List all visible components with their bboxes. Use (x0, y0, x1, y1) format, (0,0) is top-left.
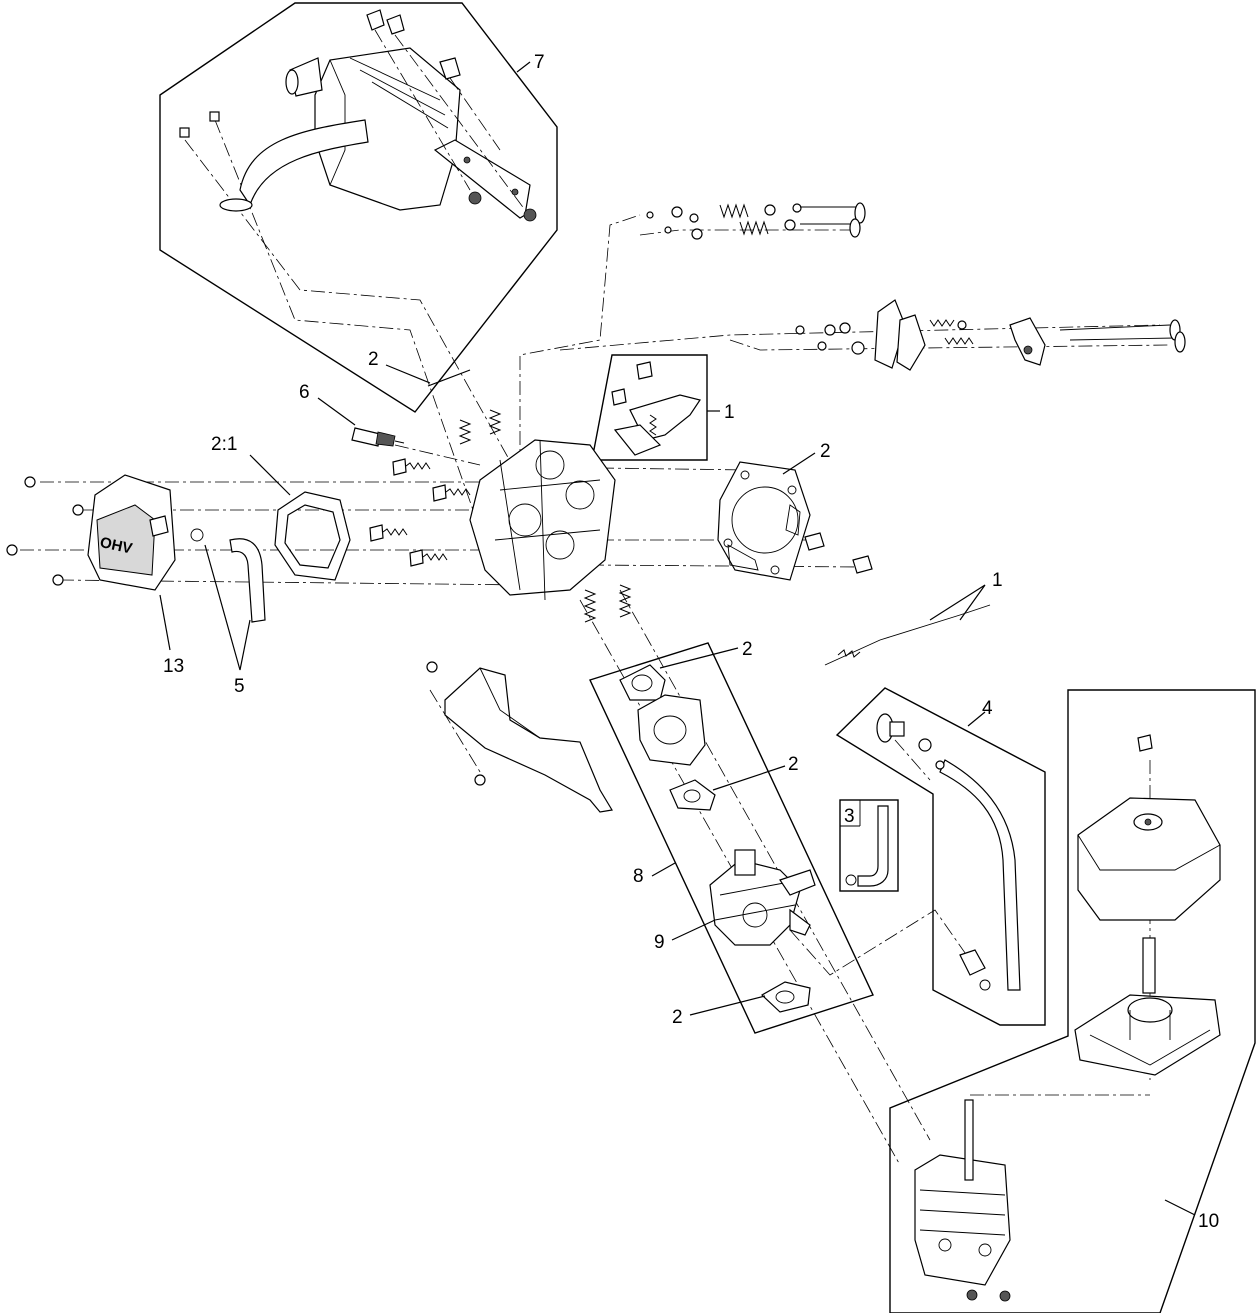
callout-2-intake-middle: 2 (788, 754, 799, 775)
fuel-line-group-frame (835, 687, 1046, 1026)
callout-13-leader (159, 594, 171, 651)
callout-6-leader (317, 397, 356, 426)
callout-1-rod-leader (929, 584, 986, 621)
spark-plug (351, 427, 405, 447)
callout-13: 13 (163, 656, 184, 677)
callout-4-leader (967, 711, 986, 727)
carburetor-group-frame (589, 642, 874, 1034)
dowel-pins (804, 532, 873, 574)
callout-2-1: 2:1 (211, 434, 237, 455)
choke-tube (845, 805, 889, 887)
callout-2-exhaust-gasket-leader (385, 364, 431, 384)
air-cleaner-element (1074, 994, 1221, 1076)
callout-5-leader (204, 544, 251, 671)
air-cleaner-group-frame (889, 689, 1256, 1313)
callout-9: 9 (654, 932, 665, 953)
valve-cover-gasket (274, 491, 351, 581)
fuel-valve (876, 713, 932, 752)
valve-cover-ohv-stamp: OHV (98, 534, 133, 557)
intake-gasket-upper (619, 664, 666, 701)
callout-2-head-gasket-leader (782, 452, 816, 475)
air-cleaner-base (914, 1099, 1011, 1302)
air-cleaner-cover (1077, 734, 1221, 921)
callout-1-choke: 1 (724, 402, 735, 423)
muffler-group-frame (159, 2, 558, 413)
carburetor (709, 849, 816, 946)
choke-tube-group-frame (839, 799, 899, 892)
intake-gasket-lower (760, 981, 811, 1013)
choke-lever-assembly (611, 361, 701, 456)
carburetor-insulator (637, 694, 706, 766)
choke-group-frame (591, 354, 708, 461)
callout-2-exhaust-gasket: 2 (368, 349, 379, 370)
callout-10-leader (1164, 1199, 1196, 1216)
breather-tube (190, 528, 266, 623)
head-studs (458, 409, 632, 623)
callout-6: 6 (299, 382, 310, 403)
exhaust-gasket (427, 369, 471, 387)
callout-7-leader (516, 61, 531, 73)
valve-cover-bolts (6, 476, 84, 586)
cylinder-head (469, 439, 616, 601)
head-gasket (717, 461, 811, 581)
choke-rod (824, 604, 991, 666)
assembly-center-lines (20, 119, 1171, 1166)
air-cleaner-stud (1142, 937, 1156, 994)
valve-cover: OHV (87, 474, 176, 591)
callout-8: 8 (633, 866, 644, 887)
callout-2-intake-upper-leader (659, 647, 739, 669)
muffler-assembly (179, 9, 537, 222)
callout-9-leader (671, 919, 716, 941)
callout-2-head-gasket: 2 (820, 441, 831, 462)
callout-4: 4 (982, 698, 993, 719)
valve-train-lower (795, 299, 1186, 371)
callout-2-intake-lower: 2 (672, 1007, 683, 1028)
callout-5: 5 (234, 676, 245, 697)
head-bolts (369, 458, 471, 567)
callout-3: 3 (844, 806, 855, 827)
heat-shield (426, 661, 613, 813)
callout-1-rod: 1 (992, 570, 1003, 591)
callout-2-intake-lower-leader (689, 995, 766, 1016)
callout-10: 10 (1198, 1211, 1219, 1232)
callout-7: 7 (534, 52, 545, 73)
intake-gasket-middle (669, 779, 716, 811)
callout-8-leader (651, 862, 676, 877)
callout-2-1-leader (249, 454, 291, 496)
fuel-hose (935, 759, 1021, 991)
callout-2-intake-middle-leader (712, 765, 786, 791)
valve-train-upper (646, 202, 866, 240)
callout-2-intake-upper: 2 (742, 639, 753, 660)
